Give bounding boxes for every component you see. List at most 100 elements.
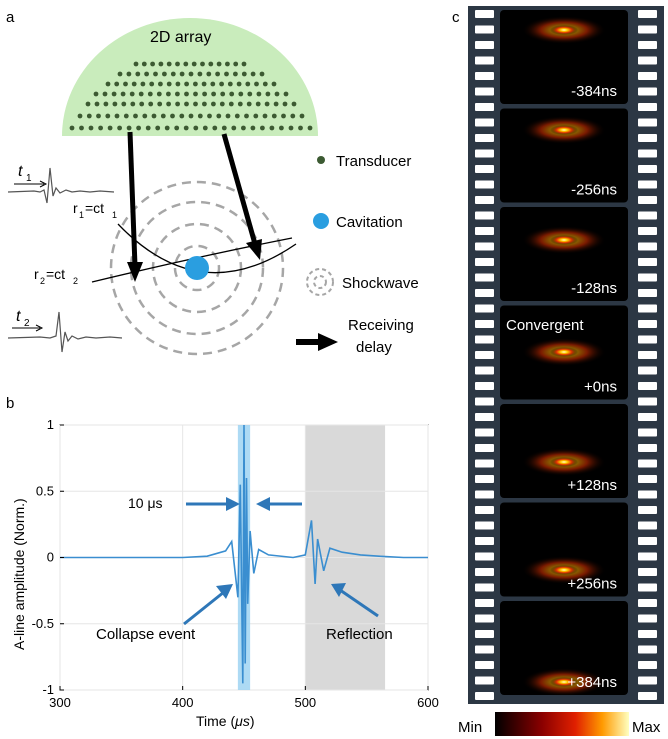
transducer-dot — [220, 91, 226, 97]
transducer-dot — [94, 101, 100, 107]
transducer-dot — [98, 125, 103, 131]
transducer-dot — [197, 113, 203, 119]
panel-c-letter: c — [452, 9, 460, 26]
sprocket-hole-right — [638, 211, 657, 220]
sprocket-hole-right — [638, 506, 657, 514]
transducer-dot — [282, 101, 288, 107]
colorbar — [495, 712, 629, 736]
transducer-dot — [160, 113, 166, 119]
svg-text:2: 2 — [24, 318, 30, 329]
sprocket-hole-left — [475, 692, 494, 700]
intensity-spot — [550, 235, 578, 245]
sprocket-hole-right — [638, 568, 657, 576]
transducer-dot — [225, 113, 231, 119]
image-frame — [500, 601, 628, 695]
transducer-dot — [130, 101, 136, 107]
sprocket-hole-right — [638, 490, 657, 499]
transducer-dot — [291, 101, 297, 107]
transducer-dot — [234, 113, 240, 119]
sprocket-hole-left — [475, 552, 494, 561]
film-frames: -384ns-256ns-128ns+0ns+128ns+256ns+384ns — [500, 10, 628, 696]
sprocket-hole-right — [638, 258, 657, 266]
sprocket-hole-left — [475, 568, 494, 576]
svg-text:2: 2 — [73, 276, 78, 286]
sprocket-hole-left — [475, 273, 494, 282]
sprocket-hole-right — [638, 552, 657, 561]
transducer-dot — [216, 113, 222, 119]
sprocket-hole-right — [638, 366, 657, 375]
transducer-dot — [164, 125, 170, 131]
transducer-dot — [117, 125, 122, 131]
sprocket-hole-right — [638, 149, 657, 158]
transducer-dot — [259, 71, 265, 77]
x-axis-label: Time (μs) — [196, 713, 255, 729]
transducer-dot — [271, 81, 277, 87]
intensity-spot — [550, 565, 578, 575]
transducer-dot — [260, 125, 265, 131]
x-tick-label: 600 — [417, 695, 439, 710]
transducer-dot — [133, 61, 139, 67]
transducer-dot — [246, 101, 252, 107]
transducer-dot — [105, 113, 111, 119]
svg-text:1: 1 — [26, 173, 32, 184]
transducer-dot — [250, 125, 256, 131]
convergent-label: Convergent — [506, 317, 584, 334]
sprocket-hole-left — [475, 41, 494, 49]
svg-text:=ct: =ct — [85, 200, 104, 216]
transducer-dot — [219, 81, 225, 87]
legend-cavitation: Cavitation — [336, 214, 403, 231]
transducer-dot — [135, 71, 141, 77]
transducer-dot — [210, 81, 216, 87]
sprocket-hole-left — [475, 227, 494, 235]
sprocket-hole-left — [475, 258, 494, 266]
cavitation-legend-dot — [313, 213, 329, 229]
frame-time-label: -256ns — [571, 182, 617, 199]
transducer-dot — [156, 91, 162, 97]
sprocket-hole-right — [638, 444, 657, 452]
transducer-dot — [155, 125, 161, 131]
transducer-dot — [77, 113, 83, 119]
transducer-legend-dot — [317, 156, 325, 164]
transducer-dot — [298, 125, 303, 131]
sprocket-hole-left — [475, 583, 494, 592]
x-tick-label: 300 — [49, 695, 71, 710]
sprocket-hole-right — [638, 521, 657, 530]
receiving-legend-arrow — [296, 333, 338, 351]
frame-time-label: +0ns — [584, 379, 617, 396]
intensity-spot — [550, 25, 578, 35]
signal-t1: t 1 — [7, 163, 115, 204]
transducer-dot — [138, 91, 144, 97]
sprocket-hole-left — [475, 444, 494, 452]
transducer-dot — [151, 113, 157, 119]
transducer-dot — [262, 81, 268, 87]
transducer-dot — [158, 81, 163, 87]
y-tick-label: 0.5 — [36, 483, 54, 498]
transducer-dot — [140, 81, 146, 87]
sprocket-hole-left — [475, 661, 494, 669]
sprocket-hole-right — [638, 676, 657, 685]
transducer-dot — [114, 113, 120, 119]
intensity-spot — [550, 457, 578, 467]
transducer-dot — [157, 101, 163, 107]
sprocket-hole-left — [475, 196, 494, 204]
transducer-dot — [227, 81, 233, 87]
sprocket-hole-left — [475, 413, 494, 421]
sprocket-hole-right — [638, 304, 657, 313]
sprocket-hole-right — [638, 289, 657, 297]
svg-text:2: 2 — [40, 276, 45, 286]
sprocket-hole-right — [638, 397, 657, 406]
sprocket-hole-right — [638, 599, 657, 607]
transducer-dot — [193, 91, 198, 97]
transducer-dot — [250, 71, 256, 77]
transducer-dot — [256, 91, 262, 97]
sprocket-hole-left — [475, 180, 494, 189]
transducer-dot — [111, 91, 117, 97]
transducer-dot — [136, 125, 142, 131]
y-tick-label: 1 — [47, 417, 54, 432]
transducer-dot — [141, 61, 147, 67]
transducer-dot — [288, 125, 294, 131]
transducer-dot — [69, 125, 75, 131]
transducer-dot — [299, 113, 305, 119]
y-tick-label: -1 — [42, 682, 54, 697]
transducer-dot — [184, 81, 190, 87]
